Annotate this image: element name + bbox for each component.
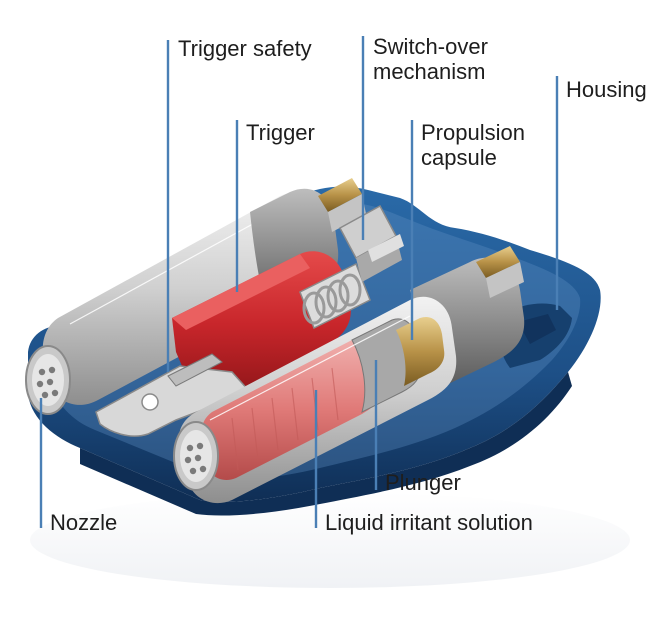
- leader-lines: [39, 36, 559, 528]
- label-trigger-safety: Trigger safety: [178, 36, 312, 61]
- label-plunger: Plunger: [385, 470, 461, 495]
- lower-brass-contact: [476, 246, 524, 298]
- floor-reflection: [30, 492, 630, 588]
- label-liquid-irritant-solution: Liquid irritant solution: [325, 510, 533, 535]
- label-propulsion-capsule: Propulsion capsule: [421, 120, 525, 170]
- lower-canister: [178, 257, 525, 504]
- label-switch-over-mechanism: Switch-over mechanism: [373, 34, 488, 84]
- spring-mechanism: [299, 262, 371, 330]
- switch-over-parts: [338, 204, 404, 282]
- label-housing: Housing: [566, 77, 647, 102]
- label-trigger: Trigger: [246, 120, 315, 145]
- label-nozzle: Nozzle: [50, 510, 118, 535]
- upper-nozzle: [25, 345, 71, 415]
- trigger-safety-plate: [95, 353, 252, 437]
- lower-nozzle: [173, 421, 219, 491]
- upper-brass-contact: [318, 178, 366, 232]
